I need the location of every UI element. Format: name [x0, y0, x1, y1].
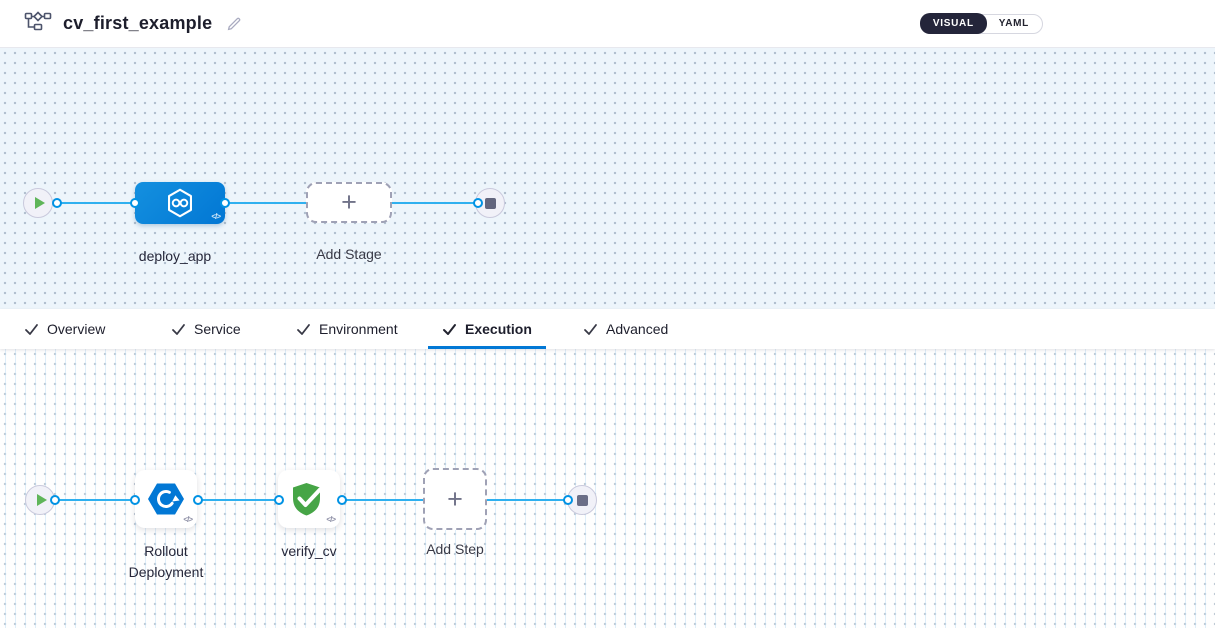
connector-dot [193, 495, 203, 505]
shield-check-icon [293, 482, 322, 515]
play-icon [36, 494, 47, 506]
header: cv_first_example VISUAL YAML [0, 0, 1215, 48]
tab-environment[interactable]: Environment [282, 309, 412, 349]
check-icon [584, 324, 597, 335]
pipeline-start-node [23, 188, 53, 218]
tab-service[interactable]: Service [157, 309, 255, 349]
stage-canvas[interactable]: </> + deploy_app Add Stage [0, 48, 1215, 309]
connector-dot [130, 495, 140, 505]
add-step-label: Add Step [426, 541, 484, 557]
step-yaml-badge: </> [326, 515, 336, 524]
check-icon [172, 324, 185, 335]
check-icon [25, 324, 38, 335]
step-node-verify-cv[interactable]: </> [278, 470, 340, 528]
pencil-icon [228, 17, 241, 30]
stage-edge-line [52, 202, 478, 204]
connector-dot [473, 198, 483, 208]
step-name-label: Rollout Deployment [128, 543, 204, 580]
step-node-rollout-deployment[interactable]: </> [135, 470, 197, 528]
stop-icon [576, 494, 588, 506]
add-stage-button[interactable]: + [306, 182, 392, 223]
play-icon [34, 197, 45, 209]
connector-dot [337, 495, 347, 505]
stage-config-tabbar: Overview Service Environment Execution A… [0, 309, 1215, 349]
edit-title-button[interactable] [226, 16, 242, 32]
plus-icon: + [341, 187, 357, 217]
k8s-rollout-icon [148, 483, 184, 515]
execution-canvas[interactable]: </> </> + Rollout Deployment verify_cv A… [0, 349, 1215, 628]
toggle-visual[interactable]: VISUAL [919, 13, 987, 34]
stage-name-label: deploy_app [138, 248, 212, 264]
cd-hexagon-icon [168, 188, 192, 218]
step-name-label: verify_cv [281, 543, 337, 559]
tab-label: Advanced [606, 321, 669, 337]
connector-dot [50, 495, 60, 505]
tab-label: Execution [465, 321, 532, 337]
pipeline-icon [24, 11, 52, 36]
step-yaml-badge: </> [183, 515, 193, 524]
check-icon [443, 324, 456, 335]
connector-dot [274, 495, 284, 505]
tab-execution[interactable]: Execution [428, 309, 546, 349]
stage-node-deploy-app[interactable]: </> [135, 182, 225, 224]
connector-dot [130, 198, 140, 208]
connector-dot [52, 198, 62, 208]
stage-yaml-badge: </> [211, 212, 221, 221]
tab-label: Environment [319, 321, 398, 337]
stop-icon [484, 197, 496, 209]
view-mode-toggle: VISUAL YAML [919, 13, 1043, 34]
tab-overview[interactable]: Overview [10, 309, 119, 349]
tab-advanced[interactable]: Advanced [569, 309, 682, 349]
add-stage-label: Add Stage [316, 246, 382, 262]
tab-label: Service [194, 321, 241, 337]
add-step-button[interactable]: + [423, 468, 487, 530]
check-icon [297, 324, 310, 335]
plus-icon: + [447, 483, 463, 514]
toggle-yaml[interactable]: YAML [998, 17, 1029, 29]
connector-dot [220, 198, 230, 208]
tab-label: Overview [47, 321, 106, 337]
pipeline-title: cv_first_example [63, 13, 213, 33]
connector-dot [563, 495, 573, 505]
